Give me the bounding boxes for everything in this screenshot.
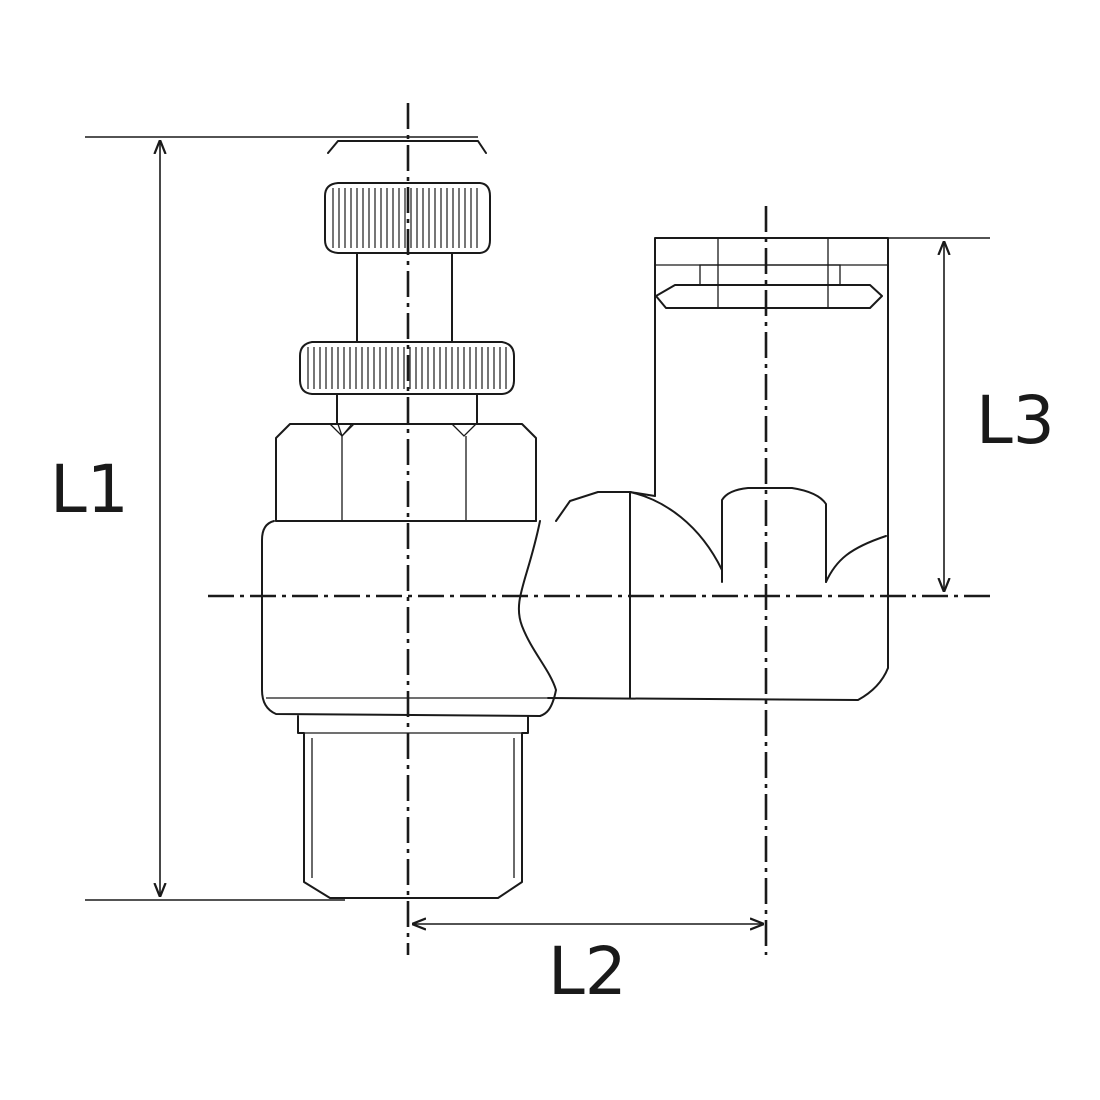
lock-nut-knurling: [307, 347, 507, 389]
lock-nut: [299, 341, 515, 395]
spindle: [356, 252, 453, 343]
spindle-cap: [327, 140, 487, 154]
neck: [336, 393, 478, 425]
dimension-L3: L3: [944, 241, 1055, 592]
dimension-label-L3: L3: [976, 382, 1055, 459]
push-in-head: [654, 237, 889, 539]
male-thread-stem: [297, 715, 529, 899]
center-lines: [208, 103, 990, 955]
dimension-L2: L2: [412, 924, 764, 1010]
dimension-label-L1: L1: [50, 451, 129, 528]
adjusting-knob: [324, 182, 491, 254]
swivel-elbow: [547, 487, 889, 701]
knob-knurling: [332, 188, 478, 248]
dimension-L1: L1: [50, 140, 160, 897]
hex-body: [275, 423, 537, 522]
extension-lines: [85, 136, 990, 901]
dimension-label-L2: L2: [548, 933, 627, 1010]
